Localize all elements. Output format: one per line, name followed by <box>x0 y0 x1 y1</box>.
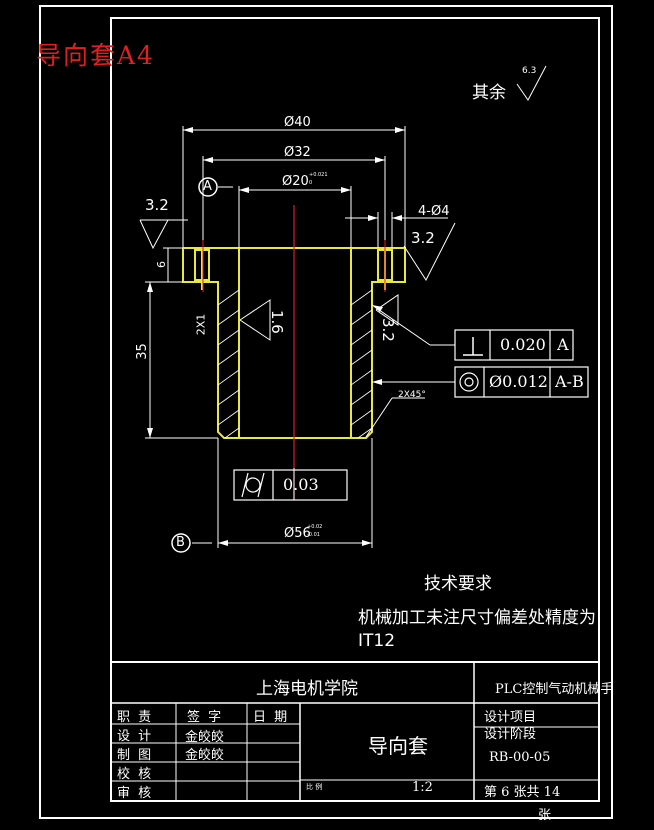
sign-header: 签 字 <box>187 710 224 725</box>
tolerance-frames <box>233 329 589 501</box>
sheet-info: 第 6 张共 14 <box>484 785 561 800</box>
roughness-other-value: 6.3 <box>522 66 537 76</box>
date-header: 日 期 <box>253 710 290 725</box>
drawing-number: RB-00-05 <box>489 750 551 765</box>
design-item: 设计项目 <box>484 710 537 725</box>
dim-d32: Ø32 <box>284 145 311 160</box>
roughness-symbols <box>139 65 547 341</box>
dim-height: 35 <box>134 343 150 360</box>
roughness-bore: 1.6 <box>268 310 286 334</box>
dim-d56-tol-lower: -0.01 <box>307 532 320 538</box>
material-label: 比 例 <box>306 783 323 791</box>
dim-d20-tol-lower: 0 <box>309 180 313 186</box>
role-design: 设 计 <box>117 729 154 744</box>
school-name: 上海电机学院 <box>256 679 358 699</box>
dim-flange-h: 6 <box>155 261 168 268</box>
roughness-left-face: 3.2 <box>145 196 169 214</box>
tech-title: 技术要求 <box>424 574 492 594</box>
dim-d40: Ø40 <box>284 115 311 130</box>
cylindricity-icon <box>241 472 265 498</box>
title-block-lines <box>111 661 599 801</box>
dim-chamfer-right: 2X45° <box>398 390 426 400</box>
role-review: 审 核 <box>117 786 154 801</box>
datum-a-label: A <box>203 179 212 194</box>
role-duty: 职 责 <box>117 710 154 725</box>
dim-d56: Ø56 <box>284 526 311 541</box>
tol-perp-value: 0.020 <box>500 335 546 354</box>
roughness-other-label: 其余 <box>472 83 506 103</box>
datum-b-circle <box>171 533 191 553</box>
roughness-right-side: 3.2 <box>379 318 397 342</box>
outer-frame <box>39 5 613 819</box>
design-stage: 设计阶段 <box>484 727 537 742</box>
datum-a-circle <box>198 177 218 197</box>
tech-line2: IT12 <box>358 631 396 651</box>
dim-chamfer-left: 2X1 <box>194 313 208 336</box>
scale-value: 1:2 <box>412 780 433 795</box>
tech-line1: 机械加工未注尺寸偏差处精度为 <box>358 608 596 628</box>
section-hatching <box>217 289 373 439</box>
concentricity-icon <box>459 372 479 392</box>
tol-cyl-value: 0.03 <box>283 475 319 494</box>
project-name: PLC控制气动机械手 <box>495 682 614 697</box>
designer-name: 金皎皎 <box>185 730 225 745</box>
dim-d20-tol-upper: +0.021 <box>309 172 328 178</box>
inner-frame <box>110 17 600 802</box>
top-label: 导向套A4 <box>36 41 155 70</box>
drafter-name: 金皎皎 <box>185 748 225 763</box>
tol-conc-value: Ø0.012 <box>489 372 548 391</box>
role-check: 校 核 <box>117 767 154 782</box>
tol-conc-datum: A-B <box>555 372 584 391</box>
part-name: 导向套 <box>368 734 428 758</box>
tol-perp-datum: A <box>557 335 569 354</box>
role-draw: 制 图 <box>117 748 154 763</box>
dimension-lines <box>145 126 455 548</box>
roughness-right-face: 3.2 <box>411 229 435 247</box>
dim-holes: 4-Ø4 <box>418 204 450 219</box>
dim-d56-tol-upper: +0.02 <box>307 524 323 530</box>
perpendicularity-icon <box>463 337 483 356</box>
sheet-unit: 张 <box>538 808 552 823</box>
datum-b-label: B <box>176 535 185 550</box>
dim-d20: Ø20 <box>282 174 309 189</box>
